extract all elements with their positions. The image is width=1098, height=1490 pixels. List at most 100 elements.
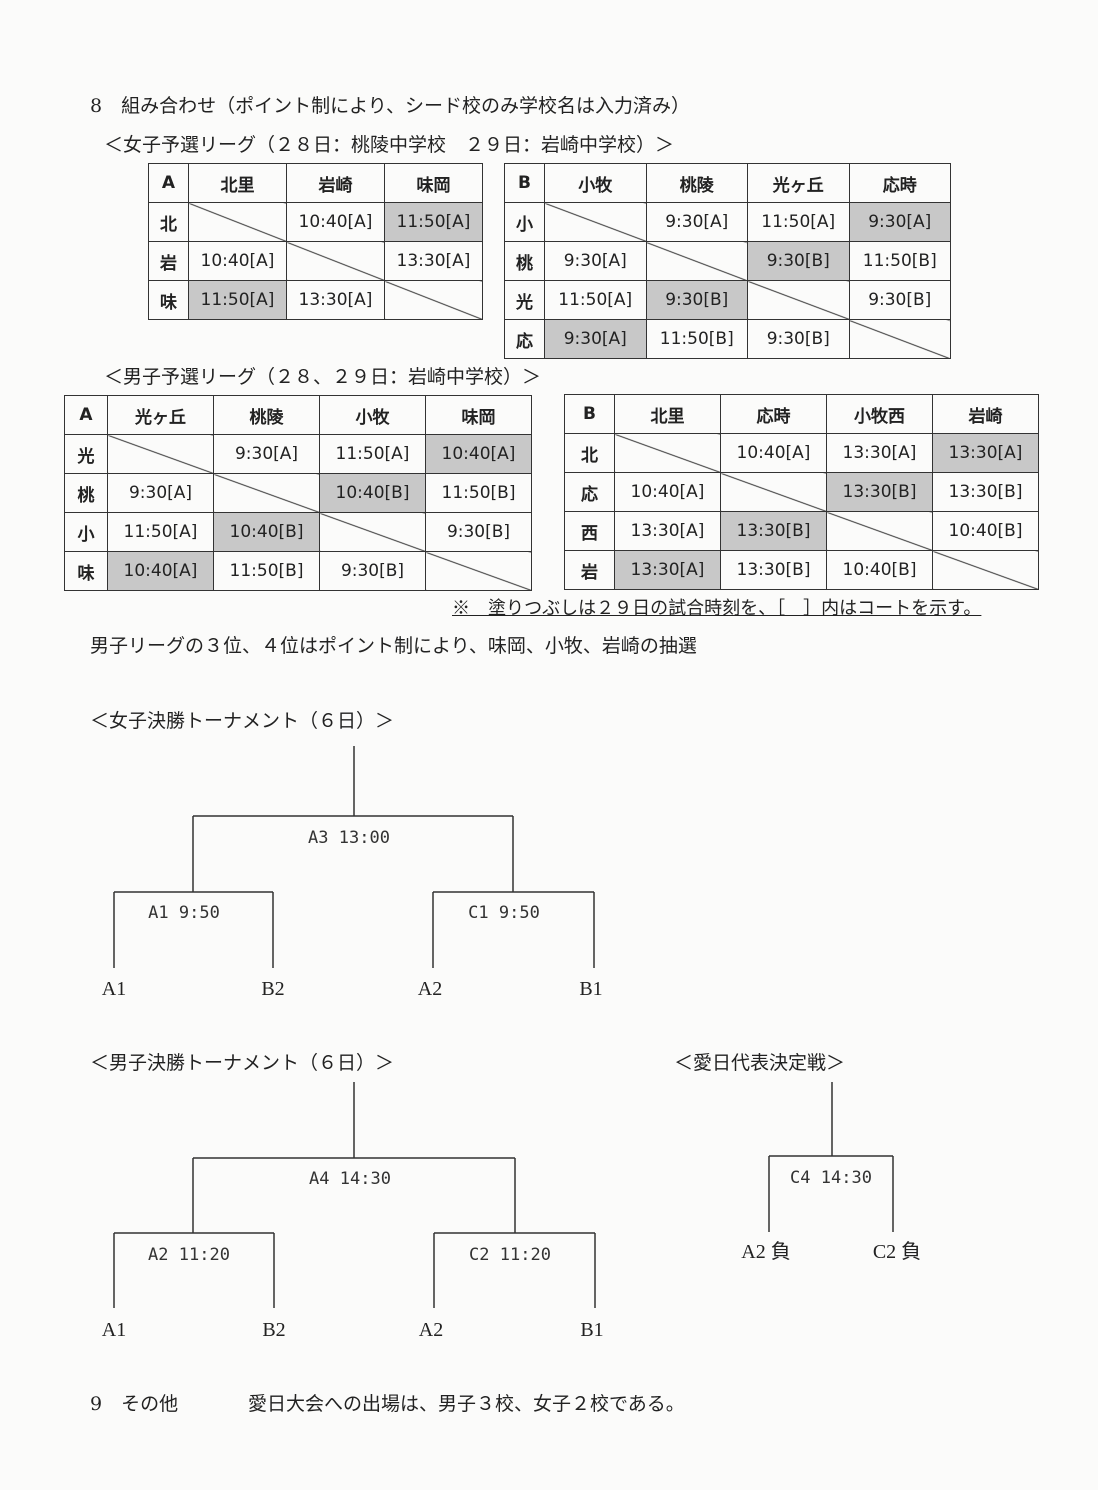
self-match-cell xyxy=(188,202,287,242)
self-match-cell xyxy=(286,241,385,281)
self-match-cell xyxy=(645,241,748,281)
group-label: A xyxy=(148,163,189,203)
match-time-cell: 9:30[B] xyxy=(848,280,951,320)
match-time-cell: 10:40[B] xyxy=(826,550,933,590)
rep-match-label: C4 14:30 xyxy=(790,1168,872,1188)
row-school-label: 岩 xyxy=(564,550,615,590)
section-9-label: 9 その他 xyxy=(90,1393,179,1415)
girls-semi-left-label: A1 9:50 xyxy=(148,903,220,923)
boys-semi-left-label: A2 11:20 xyxy=(148,1245,230,1265)
girls-tournament-heading: ＜女子決勝トーナメント（６日）＞ xyxy=(90,710,395,732)
schedule-note: ※ 塗りつぶしは２９日の試合時刻を、［ ］内はコートを示す。 xyxy=(452,598,982,619)
match-time-cell: 13:30[B] xyxy=(720,511,827,551)
match-time-cell: 10:40[A] xyxy=(286,202,385,242)
row-school-label: 応 xyxy=(504,319,545,359)
boys-league-heading: ＜男子予選リーグ（２８、２９日：岩崎中学校）＞ xyxy=(104,366,542,388)
self-match-cell xyxy=(932,550,1039,590)
row-school-label: 応 xyxy=(564,472,615,512)
match-time-cell: 9:30[A] xyxy=(848,202,951,242)
self-match-cell xyxy=(213,473,320,513)
section-8-title: 8 組み合わせ（ポイント制により、シード校のみ学校名は入力済み） xyxy=(90,95,690,117)
group-label: A xyxy=(64,395,108,435)
boys-leaf-1: A1 xyxy=(102,1319,126,1341)
match-time-cell: 9:30[A] xyxy=(645,202,748,242)
match-time-cell: 13:30[B] xyxy=(720,550,827,590)
school-header: 味岡 xyxy=(384,163,483,203)
table-row: 小 9:30[A]11:50[A]9:30[A] xyxy=(504,202,951,242)
match-time-cell: 11:50[B] xyxy=(645,319,748,359)
self-match-cell xyxy=(384,280,483,320)
rep-leaf-1: A2 負 xyxy=(741,1240,790,1263)
boys-leaf-3: A2 xyxy=(419,1319,443,1341)
match-time-cell: 13:30[A] xyxy=(614,550,721,590)
row-school-label: 小 xyxy=(64,512,108,552)
match-time-cell: 10:40[B] xyxy=(932,511,1039,551)
row-school-label: 光 xyxy=(504,280,545,320)
boys-draw-note: 男子リーグの３位、４位はポイント制により、味岡、小牧、岩崎の抽選 xyxy=(90,635,697,657)
match-time-cell: 11:50[A] xyxy=(319,434,426,474)
match-time-cell: 13:30[A] xyxy=(614,511,721,551)
girls-leaf-2: B2 xyxy=(261,978,284,1000)
girls-semi-right-label: C1 9:50 xyxy=(468,903,540,923)
match-time-cell: 9:30[B] xyxy=(645,280,748,320)
girls-leaf-4: B1 xyxy=(579,978,602,1000)
match-time-cell: 10:40[B] xyxy=(213,512,320,552)
rep-match-heading: ＜愛日代表決定戦＞ xyxy=(674,1052,846,1074)
school-header: 小牧 xyxy=(544,163,647,203)
match-time-cell: 9:30[B] xyxy=(747,319,850,359)
girls-league-heading: ＜女子予選リーグ（２８日：桃陵中学校 ２９日：岩崎中学校）＞ xyxy=(104,134,675,156)
boys-semi-right-label: C2 11:20 xyxy=(469,1245,551,1265)
match-time-cell: 11:50[A] xyxy=(747,202,850,242)
section-9-text: 愛日大会への出場は、男子３校、女子２校である。 xyxy=(248,1393,685,1415)
match-time-cell: 13:30[A] xyxy=(286,280,385,320)
group-label: B xyxy=(564,394,615,434)
rep-leaf-2: C2 負 xyxy=(873,1240,921,1263)
match-time-cell: 11:50[B] xyxy=(213,551,320,591)
boys-leaf-2: B2 xyxy=(262,1319,285,1341)
school-header: 光ヶ丘 xyxy=(107,395,214,435)
school-header: 桃陵 xyxy=(645,163,748,203)
row-school-label: 北 xyxy=(148,202,189,242)
girls-leaf-3: A2 xyxy=(418,978,442,1000)
self-match-cell xyxy=(747,280,850,320)
row-school-label: 北 xyxy=(564,433,615,473)
row-school-label: 西 xyxy=(564,511,615,551)
self-match-cell xyxy=(319,512,426,552)
match-time-cell: 9:30[A] xyxy=(107,473,214,513)
match-time-cell: 10:40[A] xyxy=(188,241,287,281)
boys-leaf-4: B1 xyxy=(580,1319,603,1341)
self-match-cell xyxy=(425,551,532,591)
match-time-cell: 13:30[B] xyxy=(932,472,1039,512)
row-school-label: 桃 xyxy=(504,241,545,281)
match-time-cell: 11:50[B] xyxy=(425,473,532,513)
self-match-cell xyxy=(826,511,933,551)
school-header: 味岡 xyxy=(425,395,532,435)
girls-leaf-1: A1 xyxy=(102,978,126,1000)
self-match-cell xyxy=(544,202,647,242)
match-time-cell: 13:30[A] xyxy=(932,433,1039,473)
row-school-label: 味 xyxy=(148,280,189,320)
row-school-label: 光 xyxy=(64,434,108,474)
match-time-cell: 10:40[A] xyxy=(107,551,214,591)
boys-final-label: A4 14:30 xyxy=(309,1169,391,1189)
row-school-label: 小 xyxy=(504,202,545,242)
self-match-cell xyxy=(848,319,951,359)
match-time-cell: 9:30[B] xyxy=(747,241,850,281)
boys-tournament-heading: ＜男子決勝トーナメント（６日）＞ xyxy=(90,1052,395,1074)
row-school-label: 味 xyxy=(64,551,108,591)
